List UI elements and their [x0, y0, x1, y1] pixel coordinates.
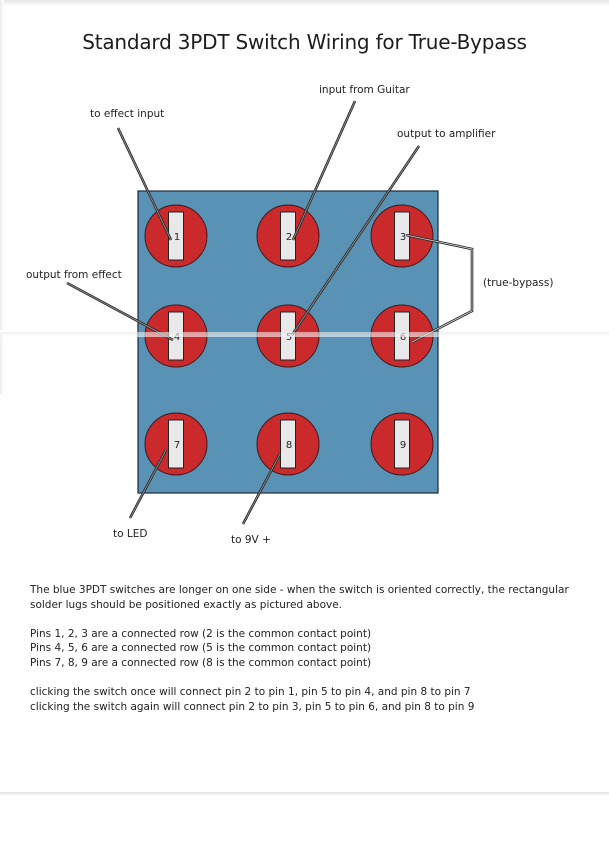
callout-output-to-amplifier: output to amplifier — [397, 128, 496, 140]
page-fold-bottom — [0, 792, 609, 796]
note-click-once: clicking the switch once will connect pi… — [30, 686, 471, 699]
pin-number-6: 6 — [400, 332, 406, 343]
callout-input-from-guitar: input from Guitar — [319, 84, 410, 96]
pin-number-8: 8 — [286, 440, 292, 451]
wire-to-9v — [241, 453, 282, 525]
callout-to-9v: to 9V + — [231, 534, 271, 546]
pin-9: 9 — [370, 412, 434, 476]
note-orientation-line-1: The blue 3PDT switches are longer on one… — [30, 584, 569, 596]
note-row-2: Pins 4, 5, 6 are a connected row (5 is t… — [30, 642, 372, 655]
pin-number-4: 4 — [174, 332, 180, 343]
wire-output-to-amplifier — [290, 145, 421, 336]
pin-number-2: 2 — [286, 232, 292, 243]
wire-to-effect-input — [116, 127, 173, 241]
callout-output-from-effect: output from effect — [26, 269, 122, 281]
pin-8: 8 — [256, 412, 320, 476]
solder-lug-7 — [168, 419, 184, 469]
page-fold-middle — [0, 332, 609, 337]
solder-lug-8 — [280, 419, 296, 469]
solder-lug-9 — [394, 419, 410, 469]
pin-number-9: 9 — [400, 440, 406, 451]
pin-number-1: 1 — [174, 232, 180, 243]
callout-true-bypass: (true-bypass) — [483, 277, 554, 289]
pin-1: 1 — [144, 204, 208, 268]
page-fold-top — [0, 0, 609, 6]
wire-input-from-guitar — [291, 100, 357, 241]
note-row-3: Pins 7, 8, 9 are a connected row (8 is t… — [30, 656, 372, 669]
wire-to-led — [128, 449, 168, 519]
pin-2: 2 — [256, 204, 320, 268]
pin-number-5: 5 — [286, 332, 292, 343]
wire-true-bypass — [405, 233, 474, 344]
callout-to-effect-input: to effect input — [90, 108, 165, 120]
page-fold-left-middle — [0, 334, 4, 394]
pin-3: 3 — [370, 204, 434, 268]
pin-number-7: 7 — [174, 440, 180, 451]
pin-number-3: 3 — [400, 232, 406, 243]
wire-output-from-effect — [66, 281, 174, 342]
page-title: Standard 3PDT Switch Wiring for True-Byp… — [82, 30, 527, 54]
pin-7: 7 — [144, 412, 208, 476]
notes: The blue 3PDT switches are longer on one… — [30, 583, 590, 714]
note-orientation-line-2: solder lugs should be positioned exactly… — [30, 598, 343, 611]
note-row-1: Pins 1, 2, 3 are a connected row (2 is t… — [30, 627, 372, 640]
callout-to-led: to LED — [113, 528, 148, 540]
note-click-again: clicking the switch again will connect p… — [30, 700, 475, 713]
page-fold-left — [0, 0, 4, 330]
